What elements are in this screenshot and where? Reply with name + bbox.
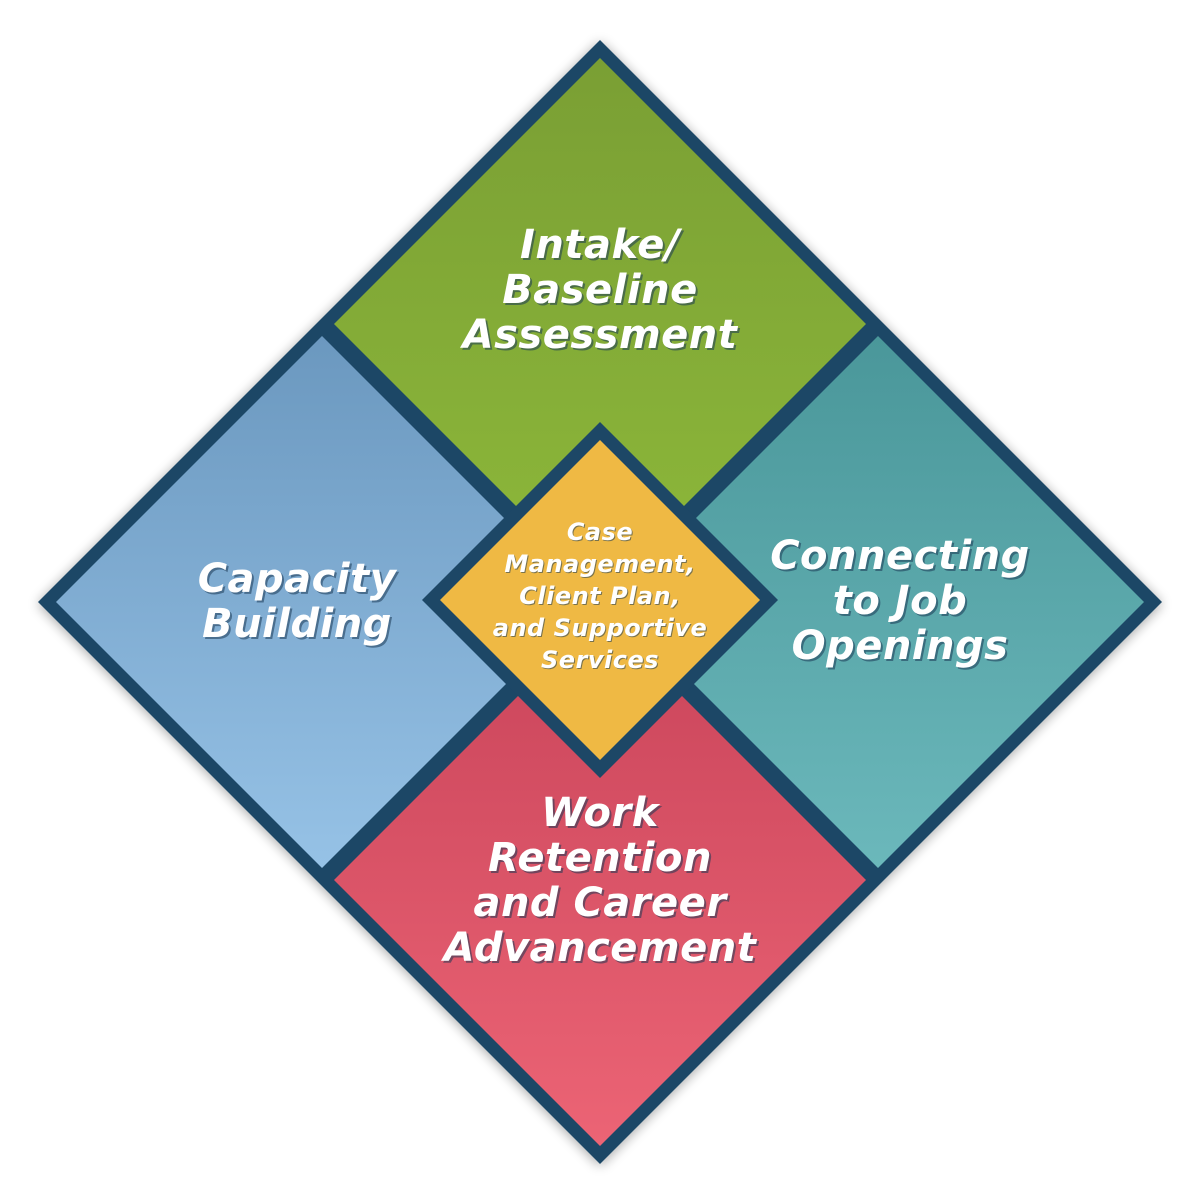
svg-text:Case: Case — [568, 519, 634, 547]
connecting-label: Connecting Connecting to Job to Job Open… — [770, 533, 1032, 671]
svg-text:Retention: Retention — [490, 837, 714, 883]
center-label-line-4: and Supportive — [493, 614, 708, 642]
center-label-line-2: Management, — [504, 550, 695, 578]
svg-text:Advancement: Advancement — [443, 927, 760, 973]
svg-text:Services: Services — [542, 647, 660, 675]
svg-text:to Job: to Job — [835, 580, 970, 626]
intake-label: Intake/ Intake/ Baseline Baseline Assess… — [460, 222, 741, 360]
svg-text:Management,: Management, — [505, 551, 696, 579]
capacity-label: Capacity Capacity Building Building — [198, 556, 400, 649]
svg-text:and Supportive: and Supportive — [494, 615, 709, 643]
work-retention-label-line-1: Work — [541, 790, 661, 836]
intake-label-line-1: Intake/ — [520, 222, 683, 268]
connecting-label-line-1: Connecting — [770, 533, 1030, 579]
center-label-line-3: Client Plan, — [519, 582, 680, 610]
intake-quadrant — [334, 58, 866, 590]
center-label-line-1: Case — [567, 518, 633, 546]
svg-text:Client Plan,: Client Plan, — [520, 583, 681, 611]
capacity-label-line-1: Capacity — [198, 556, 398, 602]
svg-text:Baseline: Baseline — [504, 269, 699, 315]
work-retention-label-line-2: Retention — [488, 835, 712, 881]
connecting-quadrant — [612, 336, 1144, 868]
case-management-label: Case Case Management, Management, Client… — [493, 518, 709, 675]
center-label-line-5: Services — [541, 646, 659, 674]
svg-text:Work: Work — [543, 792, 663, 838]
svg-text:Openings: Openings — [794, 625, 1011, 671]
intake-label-line-3: Assessment — [460, 312, 739, 358]
capacity-quadrant — [56, 336, 588, 868]
connecting-label-line-2: to Job — [833, 578, 968, 624]
svg-text:Capacity: Capacity — [200, 558, 400, 604]
work-retention-quadrant — [334, 614, 866, 1146]
svg-text:Building: Building — [204, 603, 394, 649]
svg-text:Connecting: Connecting — [772, 535, 1032, 581]
work-retention-label-line-3: and Career — [473, 880, 728, 926]
intake-label-line-2: Baseline — [502, 267, 697, 313]
svg-text:and Career: and Career — [475, 882, 730, 928]
work-retention-label: Work Work Retention Retention and Career… — [441, 790, 760, 973]
case-management-center — [440, 440, 760, 760]
svg-text:Intake/: Intake/ — [522, 224, 685, 270]
capacity-label-line-2: Building — [202, 601, 392, 647]
connecting-label-line-3: Openings — [792, 623, 1009, 669]
svg-text:Assessment: Assessment — [462, 314, 741, 360]
work-retention-label-line-4: Advancement — [441, 925, 758, 971]
